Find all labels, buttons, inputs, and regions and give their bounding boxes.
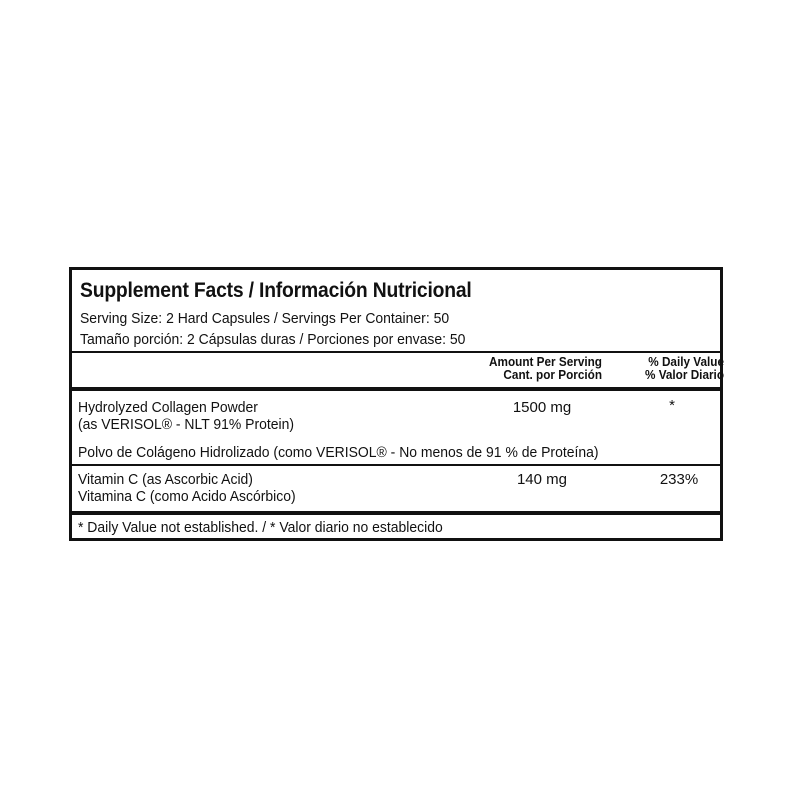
- nutrient-daily-value: *: [669, 397, 675, 414]
- nutrient-daily-value: 233%: [659, 471, 699, 488]
- serving-info-es: Tamaño porción: 2 Cápsulas duras / Porci…: [80, 331, 466, 348]
- row-divider: [72, 464, 720, 466]
- nutrient-name: Hydrolyzed Collagen Powder: [78, 399, 258, 416]
- header-divider: [72, 351, 720, 353]
- footnote-rule: [72, 511, 720, 515]
- panel-title: Supplement Facts / Información Nutricion…: [80, 279, 472, 302]
- dv-header-en: % Daily Value: [648, 355, 724, 369]
- amount-header-es: Cant. por Porción: [503, 368, 602, 382]
- nutrient-name-es: Vitamina C (como Acido Ascórbico): [78, 488, 296, 505]
- nutrient-name: Vitamin C (as Ascorbic Acid): [78, 471, 253, 488]
- nutrient-amount: 1500 mg: [512, 399, 572, 416]
- nutrient-name-es: Polvo de Colágeno Hidrolizado (como VERI…: [78, 444, 599, 461]
- footnote: * Daily Value not established. / * Valor…: [78, 519, 443, 536]
- nutrient-source: (as VERISOL® - NLT 91% Protein): [78, 416, 294, 433]
- dv-header-es: % Valor Diario: [644, 368, 724, 382]
- serving-info-en: Serving Size: 2 Hard Capsules / Servings…: [80, 310, 450, 327]
- nutrient-amount: 140 mg: [516, 471, 568, 488]
- amount-per-serving-header: Amount Per Serving Cant. por Porción: [437, 356, 602, 382]
- amount-header-en: Amount Per Serving: [489, 355, 602, 369]
- nutrient-table-top-rule: [72, 387, 720, 391]
- daily-value-header: % Daily Value % Valor Diario: [613, 356, 724, 382]
- supplement-facts-panel: Supplement Facts / Información Nutricion…: [69, 267, 724, 541]
